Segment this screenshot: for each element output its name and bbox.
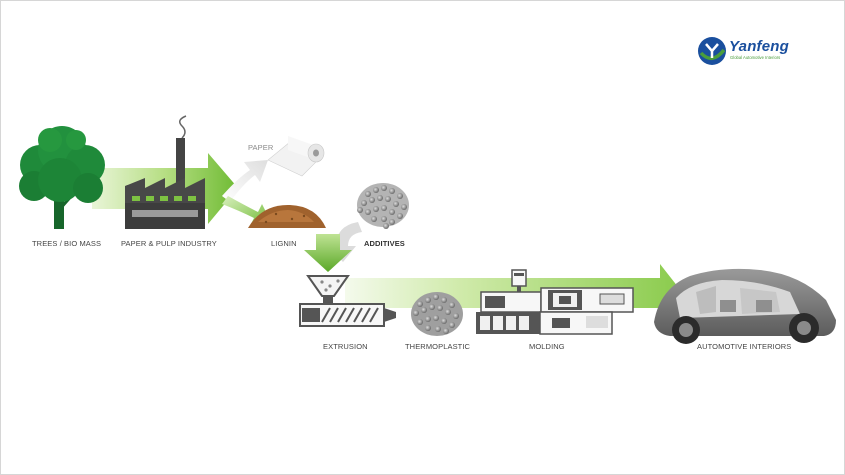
factory-illustration (125, 115, 205, 229)
lignin-pile-illustration (248, 204, 326, 228)
arrow-to-paper (222, 160, 268, 202)
arrow-to-hopper (304, 234, 352, 272)
label-molding: MOLDING (529, 342, 565, 351)
paper-roll-illustration (267, 136, 325, 177)
label-automotive-interiors: AUTOMOTIVE INTERIORS (697, 342, 792, 351)
label-lignin: LIGNIN (271, 239, 297, 248)
label-trees: TREES / BIO MASS (32, 239, 102, 248)
label-thermoplastic: THERMOPLASTIC (405, 342, 471, 351)
yanfeng-logo: Yanfeng Global Automotive Interiors (697, 35, 817, 69)
logo-tagline: Global Automotive Interiors (730, 55, 781, 60)
additives-pellets-illustration (357, 183, 409, 229)
label-additives: ADDITIVES (364, 239, 405, 248)
yanfeng-emblem-icon (698, 37, 726, 65)
molding-machine-illustration (476, 269, 634, 335)
thermoplastic-pellets-illustration (411, 292, 463, 336)
car-illustration (654, 268, 836, 344)
label-extrusion: EXTRUSION (323, 342, 368, 351)
label-paper-pulp: PAPER & PULP INDUSTRY (121, 239, 217, 248)
tree-illustration (19, 126, 105, 229)
extrusion-machine-illustration (299, 275, 396, 327)
logo-name: Yanfeng (729, 38, 790, 55)
label-paper: PAPER (248, 143, 274, 152)
